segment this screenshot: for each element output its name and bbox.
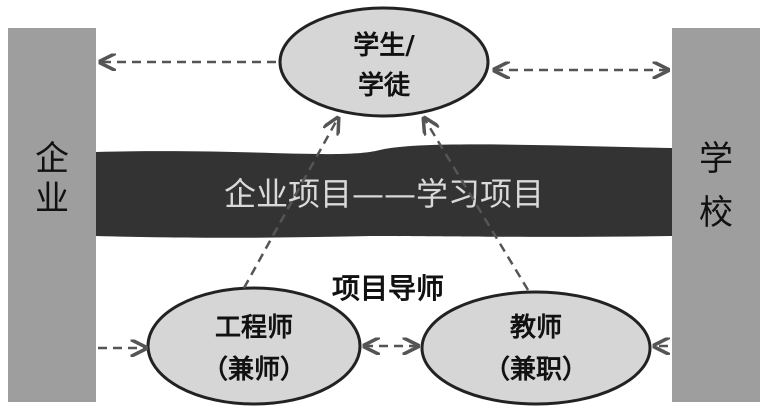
project-mentor-label: 项目导师	[332, 272, 444, 305]
project-band	[96, 144, 672, 238]
engineer-node-line2: （兼师）	[202, 354, 306, 385]
enterprise-label-1: 企	[35, 139, 69, 179]
school-bar	[672, 28, 760, 402]
dashed-arrows	[98, 62, 668, 348]
engineer-node	[146, 286, 362, 406]
student-node-line2: 学徒	[358, 70, 411, 101]
teacher-node-line1: 教师	[510, 313, 562, 343]
arrow-engineer-to-student	[242, 118, 338, 289]
teacher-node-line2: （兼职）	[484, 354, 588, 385]
arrow-teacher-to-student	[424, 118, 530, 291]
project-band-text: 企业项目——学习项目	[224, 175, 544, 213]
enterprise-label-2: 业	[35, 179, 69, 219]
student-node-line1: 学生/	[353, 30, 415, 61]
school-label-2: 校	[699, 193, 733, 233]
engineer-node-line1: 工程师	[215, 313, 293, 343]
student-apprentice-node	[278, 6, 490, 118]
teacher-node	[420, 290, 652, 406]
enterprise-bar	[8, 28, 96, 402]
school-label-1: 学	[699, 139, 733, 179]
